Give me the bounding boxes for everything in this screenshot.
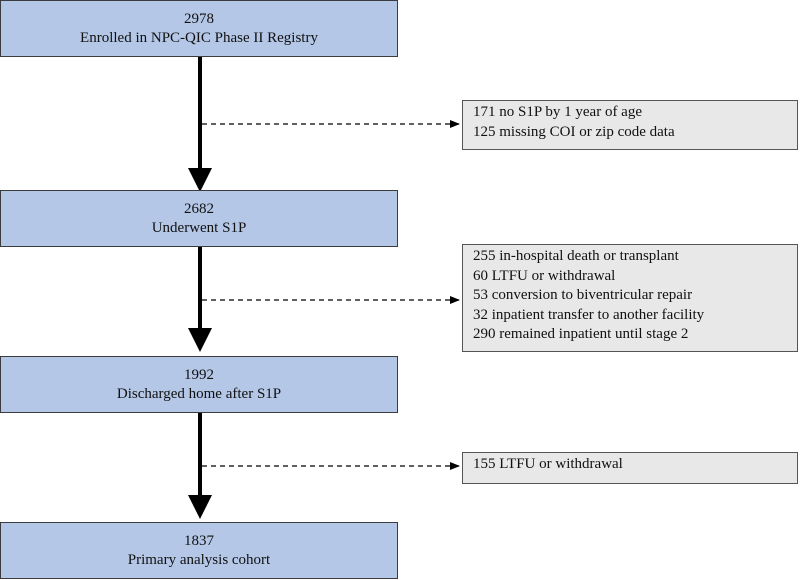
stage-count: 2682 bbox=[184, 200, 214, 217]
exclusion-line: 155 LTFU or withdrawal bbox=[473, 456, 623, 472]
exclusion-line: 32 inpatient transfer to another facilit… bbox=[473, 306, 705, 323]
stage-box-enrolled: 2978 Enrolled in NPC-QIC Phase II Regist… bbox=[0, 0, 398, 57]
exclusion-box-2: 255 in-hospital death or transplant 60 L… bbox=[462, 244, 798, 352]
stage-count: 1837 bbox=[184, 532, 214, 549]
stage-box-primary-cohort: 1837 Primary analysis cohort bbox=[0, 522, 398, 579]
exclusion-line: 290 remained inpatient until stage 2 bbox=[473, 326, 689, 342]
exclusion-line: 60 LTFU or withdrawal bbox=[473, 267, 616, 284]
stage-label: Primary analysis cohort bbox=[127, 551, 271, 568]
stage-label: Underwent S1P bbox=[151, 219, 247, 236]
stage-label: Discharged home after S1P bbox=[116, 385, 282, 402]
stage-count: 1992 bbox=[184, 366, 214, 383]
exclusion-line: 171 no S1P by 1 year of age bbox=[473, 104, 642, 120]
exclusion-box-1: 171 no S1P by 1 year of age 125 missing … bbox=[462, 100, 798, 150]
exclusion-box-3: 155 LTFU or withdrawal bbox=[462, 452, 798, 484]
stage-label: Enrolled in NPC-QIC Phase II Registry bbox=[80, 29, 318, 46]
stage-box-underwent-s1p: 2682 Underwent S1P bbox=[0, 190, 398, 247]
stage-count: 2978 bbox=[184, 10, 214, 27]
exclusion-line: 53 conversion to biventricular repair bbox=[473, 287, 693, 303]
exclusion-line: 125 missing COI or zip code data bbox=[473, 123, 675, 140]
exclusion-line: 255 in-hospital death or transplant bbox=[473, 248, 679, 264]
stage-box-discharged-home: 1992 Discharged home after S1P bbox=[0, 356, 398, 413]
